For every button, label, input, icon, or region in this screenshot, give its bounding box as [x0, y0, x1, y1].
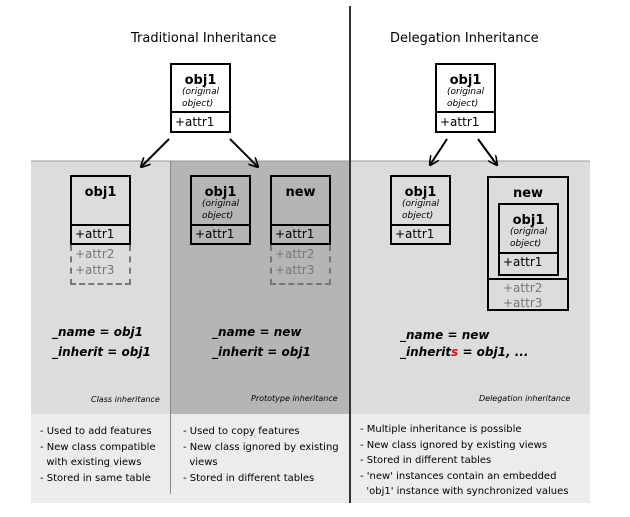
- bullet-item: - Stored in different tables: [360, 455, 492, 466]
- class-note: object): [202, 211, 234, 221]
- attribute: +attr3: [503, 296, 543, 310]
- divider: [489, 278, 567, 280]
- class-note: (original: [182, 87, 220, 97]
- bullet-item: 'obj1' instance with synchronized values: [360, 486, 569, 497]
- class-code-name: _name = obj1: [52, 325, 143, 339]
- class-obj1-box: obj1 +attr1: [70, 175, 131, 245]
- bullet-item: - Used to copy features: [183, 426, 300, 437]
- class-note: (original: [510, 227, 548, 237]
- divider: [172, 111, 229, 113]
- delegation-obj1-box: obj1 (original object) +attr1: [390, 175, 451, 245]
- divider: [500, 252, 557, 254]
- divider: [392, 224, 449, 226]
- class-note: object): [402, 211, 434, 221]
- footer-left: [31, 414, 350, 503]
- attribute: +attr1: [175, 115, 215, 129]
- title-delegation: Delegation Inheritance: [390, 31, 539, 46]
- attribute: +attr1: [503, 255, 543, 269]
- divider: [192, 224, 249, 226]
- class-caption: Class inheritance: [91, 395, 160, 404]
- attribute: +attr1: [275, 227, 315, 241]
- prototype-code-name: _name = new: [212, 325, 302, 339]
- bullet-item: - 'new' instances contain an embedded: [360, 470, 557, 482]
- divider: [272, 224, 329, 226]
- prototype-ghost-attrs: +attr2 +attr3: [270, 245, 331, 285]
- arrow-to-class: [141, 138, 170, 167]
- top-right-obj1-box: obj1 (original object) +attr1: [435, 63, 496, 133]
- highlight-s: s: [451, 345, 459, 359]
- top-left-obj1-box: obj1 (original object) +attr1: [170, 63, 231, 133]
- bullet-item: - Used to add features: [40, 426, 152, 437]
- arrow-to-delegation-new: [477, 138, 497, 165]
- class-note: object): [447, 99, 479, 109]
- class-ghost-attrs: +attr2 +attr3: [70, 245, 131, 285]
- footer-right: [350, 414, 590, 503]
- class-name: obj1: [184, 73, 217, 88]
- delegation-code-inherits: _inherits = obj1, ...: [400, 342, 528, 362]
- class-name: obj1: [449, 73, 482, 88]
- code-part: _inherit: [400, 345, 452, 359]
- class-note: object): [182, 99, 214, 109]
- delegation-bullets: - Multiple inheritance is possible - New…: [360, 422, 568, 500]
- bullet-item: - New class ignored by existing: [183, 441, 339, 453]
- arrow-to-delegation-obj1: [430, 138, 448, 165]
- class-note: (original: [447, 87, 485, 97]
- attribute: +attr2: [503, 281, 543, 295]
- bullet-item: - Stored in same table: [40, 472, 151, 484]
- code-part: = obj1, ...: [458, 345, 529, 359]
- delegation-caption: Delegation inheritance: [479, 394, 571, 403]
- prototype-bullets: - Used to copy features - New class igno…: [183, 424, 339, 486]
- divider: [437, 111, 494, 113]
- bullet-item: with existing views: [40, 457, 142, 468]
- ghost-attribute: +attr2: [75, 247, 115, 261]
- arrow-to-prototype: [229, 138, 258, 167]
- divider: [72, 224, 129, 226]
- class-bullets: - Used to add features - New class compa…: [40, 424, 156, 486]
- class-name: new: [512, 186, 544, 201]
- ghost-attribute: +attr2: [275, 247, 315, 261]
- class-code-inherit: _inherit = obj1: [52, 345, 151, 359]
- prototype-obj1-box: obj1 (original object) +attr1: [190, 175, 251, 245]
- bullet-item: - Multiple inheritance is possible: [360, 424, 522, 435]
- bullet-item: - New class ignored by existing views: [360, 439, 548, 451]
- class-name: obj1: [204, 185, 237, 200]
- ghost-attribute: +attr3: [275, 263, 315, 277]
- bullet-item: - Stored in different tables: [183, 472, 315, 484]
- embedded-obj1-box: obj1 (original object) +attr1: [498, 203, 559, 276]
- class-note: object): [510, 239, 542, 249]
- prototype-code-inherit: _inherit = obj1: [212, 345, 311, 359]
- prototype-new-box: new +attr1: [270, 175, 331, 245]
- title-traditional: Traditional Inheritance: [131, 31, 277, 46]
- attribute: +attr1: [395, 227, 435, 241]
- class-note: (original: [202, 199, 240, 209]
- ghost-attribute: +attr3: [75, 263, 115, 277]
- delegation-code-name: _name = new: [400, 328, 490, 342]
- prototype-caption: Prototype inheritance: [251, 394, 338, 403]
- attribute: +attr1: [440, 115, 480, 129]
- attribute: +attr1: [75, 227, 115, 241]
- class-name: obj1: [404, 185, 437, 200]
- class-name: new: [285, 185, 316, 200]
- delegation-new-box: new obj1 (original object) +attr1 +attr2…: [487, 176, 569, 311]
- class-name: obj1: [84, 185, 117, 200]
- class-name: obj1: [512, 213, 545, 228]
- bullet-item: views: [183, 457, 218, 468]
- class-note: (original: [402, 199, 440, 209]
- attribute: +attr1: [195, 227, 235, 241]
- bullet-item: - New class compatible: [40, 441, 156, 453]
